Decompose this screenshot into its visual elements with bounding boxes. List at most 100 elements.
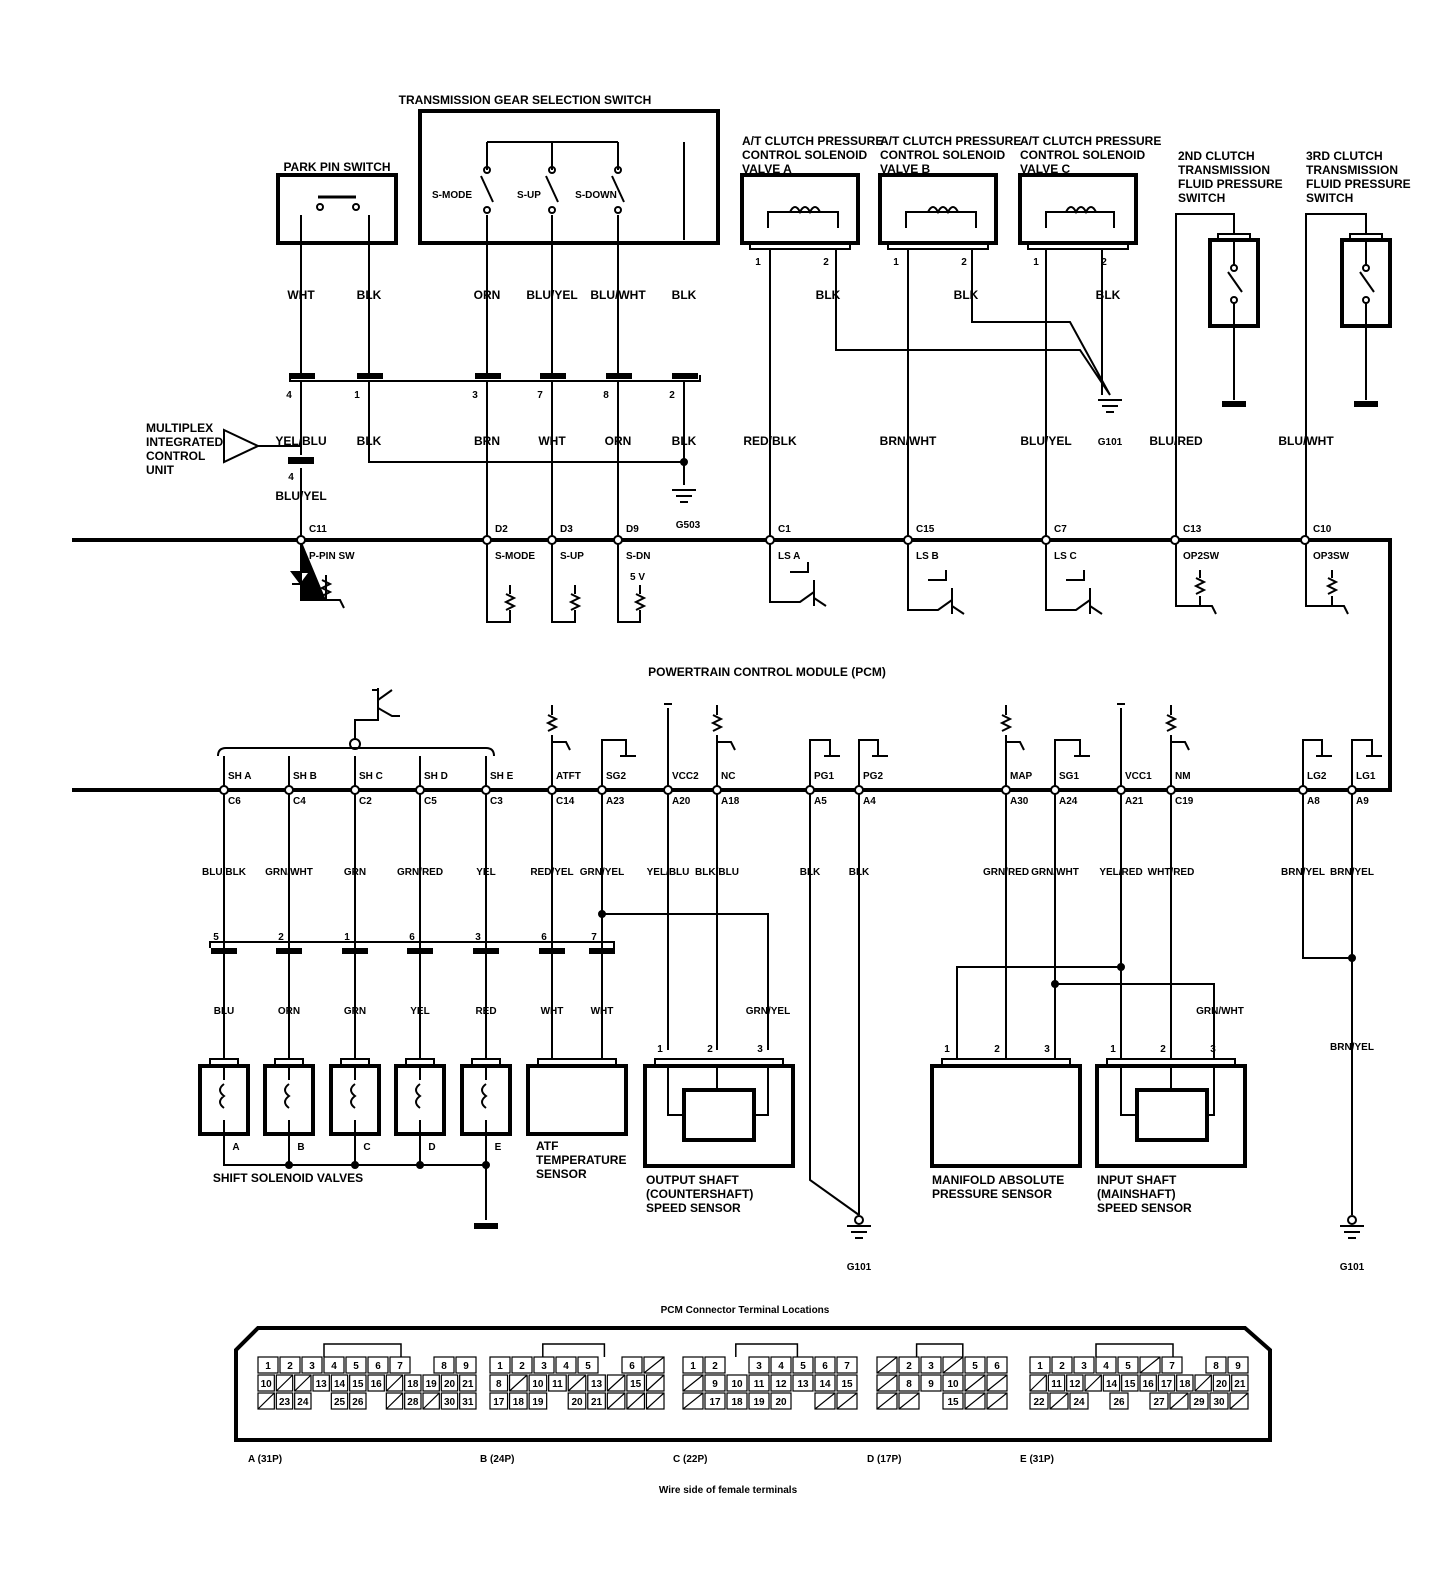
lsa-gnd-wire: BLK xyxy=(816,288,841,302)
pcm-terminal-dot xyxy=(296,535,306,545)
connector-cell-blank xyxy=(986,1392,1008,1410)
lsb-wire: BRN/WHT xyxy=(880,434,937,448)
connector-cell-blank xyxy=(294,1374,312,1392)
connector-cell-blank xyxy=(275,1374,294,1392)
connector-cell-number: 15 xyxy=(947,1397,959,1408)
pcm-wire-color: BLK xyxy=(849,867,870,878)
lsc-label: A/T CLUTCH PRESSURE xyxy=(1020,134,1161,148)
sw2-label: 2ND CLUTCH xyxy=(1178,149,1255,163)
solenoid-pin: 2 xyxy=(1101,257,1107,268)
connector-cell-number: 7 xyxy=(397,1361,403,1372)
connector-cell-number: 4 xyxy=(778,1361,784,1372)
pcm-terminal-name: PG2 xyxy=(863,771,883,782)
pcm-terminal-name: SG2 xyxy=(606,771,626,782)
pcm-terminal-dot xyxy=(350,785,360,795)
five-v-label: 5 V xyxy=(630,572,645,583)
connector-cell-blank xyxy=(898,1392,920,1410)
connector-cell-number: 14 xyxy=(1106,1379,1118,1390)
connector-cell xyxy=(528,1374,548,1392)
trans-connector-pin: 2 xyxy=(278,932,284,943)
connector-cell-number: 16 xyxy=(1143,1379,1155,1390)
connector-label: B (24P) xyxy=(480,1454,514,1465)
connector-cell xyxy=(508,1392,528,1410)
connector-cell-number: 10 xyxy=(532,1379,544,1390)
connector-cell xyxy=(312,1374,330,1392)
pcm-terminal-dot xyxy=(547,535,557,545)
connector-cell-number: 1 xyxy=(265,1361,271,1372)
solenoid-valve-a-box xyxy=(740,173,860,245)
pcm-pin: C14 xyxy=(556,796,575,807)
connector-cell xyxy=(367,1356,389,1374)
connector-cell-blank xyxy=(567,1374,587,1392)
connector-cell-blank xyxy=(876,1356,898,1374)
connector-cell xyxy=(330,1374,349,1392)
connector-cell xyxy=(986,1356,1008,1374)
pcm-terminal-name: LS A xyxy=(778,551,800,562)
grn-yel-label: GRN/YEL xyxy=(746,1006,790,1017)
connector-cell xyxy=(770,1392,792,1410)
sw3-label: SWITCH xyxy=(1306,191,1353,205)
connector-cell xyxy=(1212,1374,1231,1392)
connector-cell xyxy=(345,1356,367,1374)
pcm-pin: A24 xyxy=(1059,796,1078,807)
connector-cell xyxy=(367,1374,385,1392)
upper-wire-color: WHT xyxy=(287,288,315,302)
lower-wire-color: BLK xyxy=(357,434,382,448)
pcm-terminal-name: S-DN xyxy=(626,551,650,562)
atf-sensor-label: SENSOR xyxy=(536,1167,587,1181)
pcm-pin: A30 xyxy=(1010,796,1029,807)
connector-cell xyxy=(1121,1374,1139,1392)
connector-cell xyxy=(459,1374,477,1392)
valve-wire-color: GRN xyxy=(344,1006,366,1017)
connector-cell xyxy=(1157,1374,1176,1392)
connector-cell xyxy=(511,1356,533,1374)
connector-cell xyxy=(1205,1356,1227,1374)
upper-connector-pin: 3 xyxy=(472,390,478,401)
s-down-label: S-DOWN xyxy=(575,190,617,201)
connector-cell-number: 3 xyxy=(1081,1361,1087,1372)
connector-cell xyxy=(587,1374,606,1392)
pcm-terminal-dot xyxy=(1001,785,1011,795)
connector-latch xyxy=(915,1343,964,1357)
pcm-terminal-dot xyxy=(613,535,623,545)
lsc-label: CONTROL SOLENOID xyxy=(1020,148,1145,162)
connector-cell xyxy=(1073,1356,1095,1374)
connector-cell-number: 10 xyxy=(731,1379,743,1390)
connector-cell-number: 15 xyxy=(841,1379,853,1390)
connector-cell xyxy=(459,1392,477,1410)
connector-cell xyxy=(704,1392,726,1410)
sensor-pin: 2 xyxy=(1160,1044,1166,1055)
pcm-terminal-name: VCC2 xyxy=(672,771,699,782)
connector-cell xyxy=(440,1392,459,1410)
pcm-terminal-name: S-MODE xyxy=(495,551,535,562)
connector-cell xyxy=(792,1374,814,1392)
connector-cell-number: 10 xyxy=(261,1379,273,1390)
lower-wire-color: BRN xyxy=(474,434,500,448)
connector-cell-blank xyxy=(606,1392,626,1410)
connector-cell xyxy=(567,1392,587,1410)
connector-cell xyxy=(898,1374,920,1392)
sw3-label: 3RD CLUTCH xyxy=(1306,149,1383,163)
output-shaft-label: SPEED SENSOR xyxy=(646,1201,741,1215)
connector-cell xyxy=(704,1356,726,1374)
connector-cell-number: 20 xyxy=(775,1397,787,1408)
pcm-terminal-name: NC xyxy=(721,771,735,782)
connector-cell-number: 26 xyxy=(1113,1397,1125,1408)
connector-cell xyxy=(330,1392,349,1410)
connector-cell-number: 8 xyxy=(906,1379,912,1390)
pcm-terminal-dot xyxy=(854,785,864,795)
connector-cell xyxy=(422,1374,440,1392)
pcm-terminal-dot xyxy=(1116,785,1126,795)
sw3-label: TRANSMISSION xyxy=(1306,163,1398,177)
connector-cell-blank xyxy=(682,1392,704,1410)
connector-latch xyxy=(735,1343,799,1357)
s-mode-label: S-MODE xyxy=(432,190,472,201)
pcm-terminal-name: LG2 xyxy=(1307,771,1327,782)
pcm-terminal-name: SH D xyxy=(424,771,448,782)
connector-cell xyxy=(1047,1374,1066,1392)
connector-cell-number: 3 xyxy=(541,1361,547,1372)
connector-cell-number: 17 xyxy=(493,1397,505,1408)
sensor-pin: 3 xyxy=(757,1044,763,1055)
connector-cell-number: 11 xyxy=(552,1379,563,1390)
connector-cell-blank xyxy=(422,1392,440,1410)
